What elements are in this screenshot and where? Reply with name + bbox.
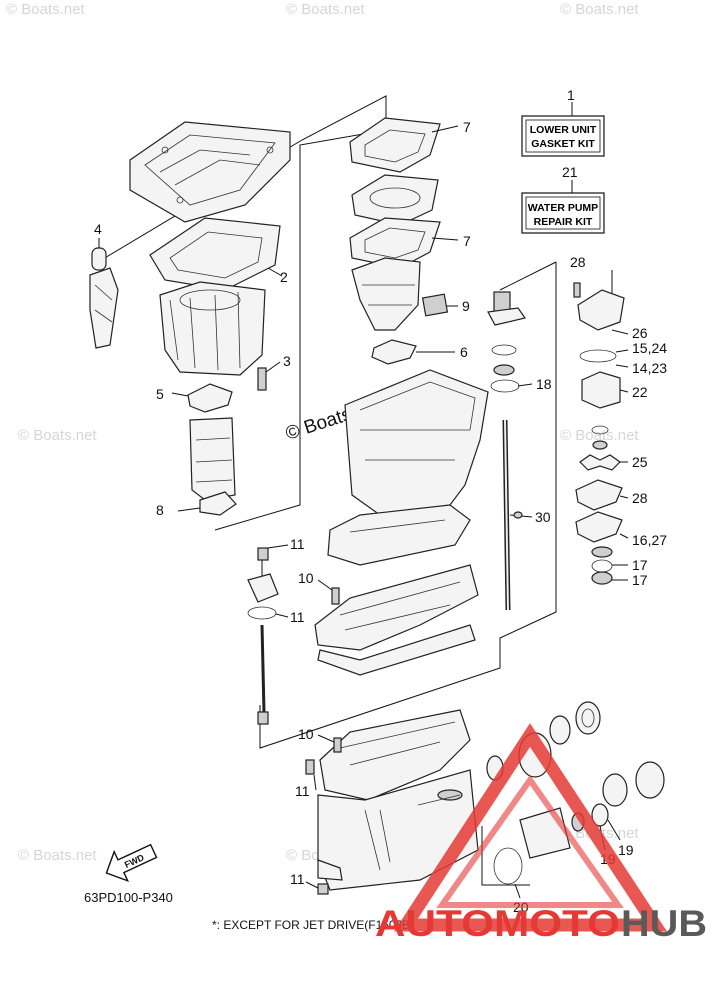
logo-text-red: AUTOMOTO [375, 903, 620, 944]
callout-11: 11 [295, 783, 310, 799]
callout-17: 17 [632, 572, 648, 588]
callout-25: 25 [632, 454, 648, 470]
callout-28: 26 [632, 325, 648, 341]
gasket-7-bottom: 7 [349, 217, 471, 269]
fwd-arrow: FWD [105, 843, 158, 882]
exhaust-plate [351, 257, 421, 331]
callout-13: 11 [290, 536, 305, 552]
callout-19: 19 [618, 842, 634, 858]
callout-8: 8 [156, 502, 164, 518]
callout-26: 28 [632, 490, 648, 506]
plate-middle [351, 174, 439, 226]
shift-rod: 11 11 [247, 536, 305, 725]
callout-5: 5 [156, 386, 164, 402]
seal-9: 9 [421, 293, 470, 317]
gasket-2: 2 [149, 217, 288, 291]
callout-30: 30 [535, 509, 551, 525]
bolt-3: 3 [257, 353, 291, 391]
watermark: © Boats.net [560, 427, 639, 444]
upper-casing [159, 281, 266, 376]
water-pump: 28 26 15,24 14,23 22 25 28 16,27 17 17 [570, 254, 667, 588]
gasket-7-top: 7 [349, 117, 471, 173]
kit-line2: REPAIR KIT [534, 216, 593, 228]
seal-4: 4 [89, 221, 119, 349]
callout-18: 18 [536, 376, 552, 392]
callout-7: 7 [463, 233, 471, 249]
callout-10: 10 [298, 570, 314, 586]
callout-1: 1 [567, 87, 575, 103]
callout-3: 3 [283, 353, 291, 369]
callout-7: 7 [463, 119, 471, 135]
callout-14-23: 14,23 [632, 360, 667, 376]
diagram-code: 63PD100-P340 [84, 890, 173, 905]
gasket-5: 5 [156, 383, 233, 413]
seal-6: 6 [371, 339, 468, 365]
callout-2: 2 [280, 269, 288, 285]
bolt-10-lower: 10 [298, 726, 342, 753]
seal-8: 8 [156, 491, 237, 518]
callout-12: 11 [290, 609, 305, 625]
kit-box-water-pump: WATER PUMP REPAIR KIT 21 [521, 164, 605, 234]
callout-11: 11 [290, 871, 305, 887]
bolt-10: 10 [298, 570, 340, 605]
kit-box-gasket: LOWER UNIT GASKET KIT 1 [521, 87, 605, 157]
kit-line2: GASKET KIT [531, 138, 595, 150]
exhaust-guide [129, 121, 291, 223]
watermark: © Boats.net [18, 847, 97, 864]
callout-10: 10 [298, 726, 314, 742]
watermark: © Boats.net [18, 427, 97, 444]
watermark: © Boats.net [6, 1, 85, 18]
footnote: *: EXCEPT FOR JET DRIVE(F150JB) [212, 918, 414, 932]
bolt-11-lower: 11 [290, 871, 329, 895]
callout-9: 9 [462, 298, 470, 314]
watermark: © Boats.net [560, 1, 639, 18]
gearcase [317, 709, 479, 891]
callout-29: 28 [570, 254, 586, 270]
callout-21: 21 [562, 164, 578, 180]
callout-16-27: 16,27 [632, 532, 667, 548]
callout-6: 6 [460, 344, 468, 360]
logo-text-gray: HUB [621, 903, 707, 944]
callout-15-24: 15,24 [632, 340, 667, 356]
logo: AUTOMOTO HUB [375, 723, 707, 944]
bolt-11: 11 [295, 759, 317, 799]
kit-line1: LOWER UNIT [530, 124, 597, 136]
drive-shaft: 18 30 [487, 291, 552, 611]
callout-17: 17 [632, 557, 648, 573]
callout-4: 4 [94, 221, 102, 237]
drive-housing [189, 417, 236, 501]
watermark: © Boats.net [286, 1, 365, 18]
callout-22: 22 [632, 384, 648, 400]
cavitation-plate [314, 564, 479, 676]
kit-line1: WATER PUMP [528, 202, 598, 214]
upper-case [327, 369, 489, 566]
